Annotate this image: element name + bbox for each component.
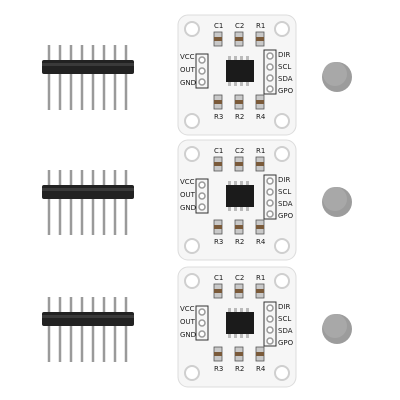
pin-label-vcc: VCC	[180, 305, 195, 313]
pin-label-sda: SDA	[278, 327, 293, 335]
sensor-board	[177, 139, 297, 261]
part-label-c1: C1	[214, 22, 224, 30]
part-label-r1: R1	[256, 274, 266, 282]
part-label-c1: C1	[214, 147, 224, 155]
part-label-r2: R2	[235, 113, 245, 121]
pin-label-out: OUT	[180, 191, 195, 199]
part-label-r3: R3	[214, 113, 224, 121]
part-label-r4: R4	[256, 238, 266, 246]
part-label-c2: C2	[235, 22, 245, 30]
kit-graphic	[42, 14, 352, 136]
kit-graphic	[42, 266, 352, 388]
part-label-r1: R1	[256, 147, 266, 155]
sensor-board	[177, 14, 297, 136]
sensor-board	[177, 266, 297, 388]
sensor-kit-1: VCC OUT GND DIR SCL SDA GPO C1 C2 R1 R3 …	[0, 10, 400, 140]
pin-label-gpo: GPO	[278, 339, 294, 347]
pin-label-scl: SCL	[278, 188, 292, 196]
pin-header	[42, 170, 134, 235]
pin-label-dir: DIR	[278, 303, 291, 311]
pin-label-scl: SCL	[278, 63, 292, 71]
pin-label-vcc: VCC	[180, 53, 195, 61]
sensor-kit-3: VCC OUT GND DIR SCL SDA GPO C1 C2 R1 R3 …	[0, 262, 400, 392]
pin-header	[42, 297, 134, 362]
pin-label-gpo: GPO	[278, 212, 294, 220]
part-label-r2: R2	[235, 365, 245, 373]
part-label-c2: C2	[235, 147, 245, 155]
part-label-c1: C1	[214, 274, 224, 282]
pin-label-gnd: GND	[180, 79, 197, 87]
magnet-disc	[322, 62, 352, 92]
pin-label-dir: DIR	[278, 176, 291, 184]
pin-label-gpo: GPO	[278, 87, 294, 95]
pin-label-sda: SDA	[278, 200, 293, 208]
kit-graphic	[42, 139, 352, 261]
pin-label-dir: DIR	[278, 51, 291, 59]
part-label-r2: R2	[235, 238, 245, 246]
pin-label-scl: SCL	[278, 315, 292, 323]
sensor-kit-2: VCC OUT GND DIR SCL SDA GPO C1 C2 R1 R3 …	[0, 135, 400, 265]
part-label-c2: C2	[235, 274, 245, 282]
pin-label-gnd: GND	[180, 204, 197, 212]
pin-label-sda: SDA	[278, 75, 293, 83]
pin-label-gnd: GND	[180, 331, 197, 339]
part-label-r4: R4	[256, 365, 266, 373]
pin-label-out: OUT	[180, 66, 195, 74]
pin-label-vcc: VCC	[180, 178, 195, 186]
part-label-r1: R1	[256, 22, 266, 30]
part-label-r4: R4	[256, 113, 266, 121]
pin-label-out: OUT	[180, 318, 195, 326]
part-label-r3: R3	[214, 238, 224, 246]
magnet-disc	[322, 314, 352, 344]
part-label-r3: R3	[214, 365, 224, 373]
pin-header	[42, 45, 134, 110]
magnet-disc	[322, 187, 352, 217]
